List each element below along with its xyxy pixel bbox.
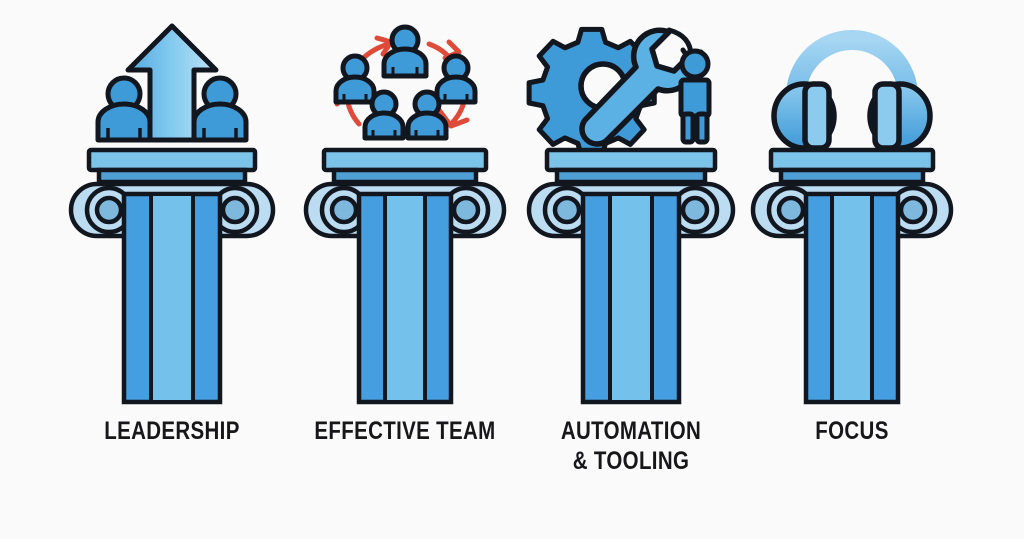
label-effective-team-slot: EFFECTIVE TEAM [282,416,528,446]
pillar-label: FOCUS [815,417,889,445]
person-top [381,24,429,79]
gear-wrench-person-icon [526,26,712,159]
icon-effective-team-slot [312,18,498,148]
upward-arrow-with-people-icon [95,23,249,143]
column-leadership-slot [68,147,276,405]
icon-leadership-slot [72,18,272,148]
headphones-icon [771,30,933,151]
pillar-focus[interactable]: FOCUS [750,0,954,539]
ionic-column-icon [303,147,507,405]
ionic-column-icon [750,147,954,405]
label-leadership-slot: LEADERSHIP [42,416,302,446]
pillar-label: EFFECTIVE TEAM [314,417,496,445]
column-automation-tooling-slot [526,147,736,405]
pillar-leadership[interactable]: LEADERSHIP [68,0,276,539]
person-left-upper [333,53,377,105]
person-figure [678,48,712,145]
ionic-column-icon [526,147,736,405]
pillar-automation-tooling[interactable]: AUTOMATION & TOOLING [526,0,736,539]
person-left [95,75,153,143]
pillar-effective-team[interactable]: EFFECTIVE TEAM [303,0,507,539]
label-automation-tooling-slot: AUTOMATION & TOOLING [506,416,756,476]
ionic-column-icon [68,147,276,405]
person-bottom-right [405,89,449,141]
icon-automation-tooling-slot [526,18,726,159]
pillar-label-line-2: & TOOLING [572,447,690,475]
pillar-label: LEADERSHIP [104,417,240,445]
column-effective-team-slot [303,147,507,405]
icon-focus-slot [762,18,942,151]
label-focus-slot: FOCUS [732,416,972,446]
person-right-upper [434,53,478,105]
person-bottom-left [362,89,406,141]
column-focus-slot [750,147,954,405]
pillar-label-line-1: AUTOMATION [560,417,702,445]
team-circle-icon [333,24,478,141]
person-right [191,75,249,143]
